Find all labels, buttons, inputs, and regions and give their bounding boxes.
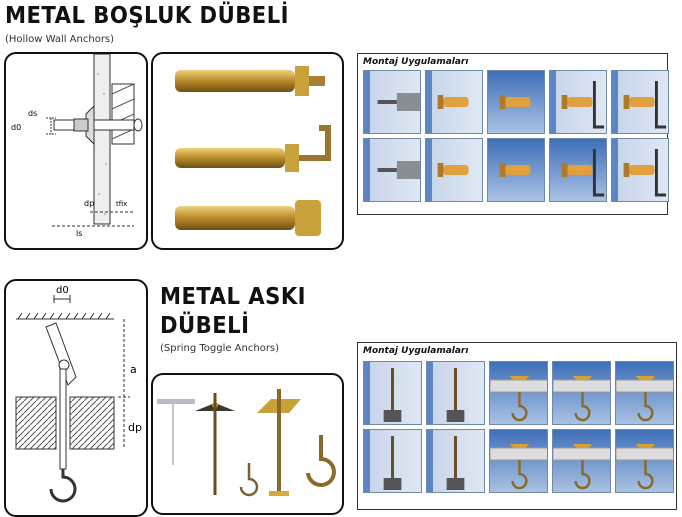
hollow-wall-anchor-subtitle: (Hollow Wall Anchors) [5,34,115,45]
installation-step-6 [363,429,422,493]
installation-step-8 [489,429,548,493]
label-dp: dp [84,199,94,208]
label-ls: ls [76,229,82,238]
installation-step-7 [425,138,483,202]
hollow-wall-anchor-title: METAL BOŞLUK DÜBELİ [5,3,289,29]
hollow-anchor-installation-steps: Montaj Uygulamaları [357,53,669,215]
installation-step-9 [549,138,607,202]
installation-step-3 [487,70,545,134]
hollow-anchor-product-photo [151,52,344,250]
installation-step-2 [426,361,485,425]
installation-steps-title: Montaj Uygulamaları [363,57,469,67]
spring-toggle-product-photo [151,373,344,515]
label-d0: d0 [11,123,21,132]
installation-step-2 [425,70,483,134]
installation-step-4 [549,70,607,134]
label-a: a [130,363,137,376]
label-dp: dp [128,421,142,434]
spring-toggle-subtitle: (Spring Toggle Anchors) [160,343,280,354]
hollow-anchor-diagram: ds d0 dp tfix ls [4,52,148,250]
spring-toggle-diagram: d0 a dp [4,279,148,517]
installation-step-10 [615,429,674,493]
spring-toggle-title-line2: DÜBELİ [160,313,250,339]
installation-step-10 [611,138,669,202]
step-grid [363,361,674,493]
installation-step-5 [611,70,669,134]
installation-step-5 [615,361,674,425]
spring-toggle-title-line1: METAL ASKI [160,284,307,310]
installation-step-7 [426,429,485,493]
label-d0: d0 [56,285,69,296]
installation-steps-title: Montaj Uygulamaları [363,346,469,356]
installation-step-1 [363,70,421,134]
label-tfix: tfix [116,200,127,208]
installation-step-8 [487,138,545,202]
label-ds: ds [28,109,37,118]
step-grid [363,70,669,202]
installation-step-9 [552,429,611,493]
spring-toggle-installation-steps: Montaj Uygulamaları [357,342,677,510]
installation-step-1 [363,361,422,425]
installation-step-4 [552,361,611,425]
installation-step-6 [363,138,421,202]
installation-step-3 [489,361,548,425]
